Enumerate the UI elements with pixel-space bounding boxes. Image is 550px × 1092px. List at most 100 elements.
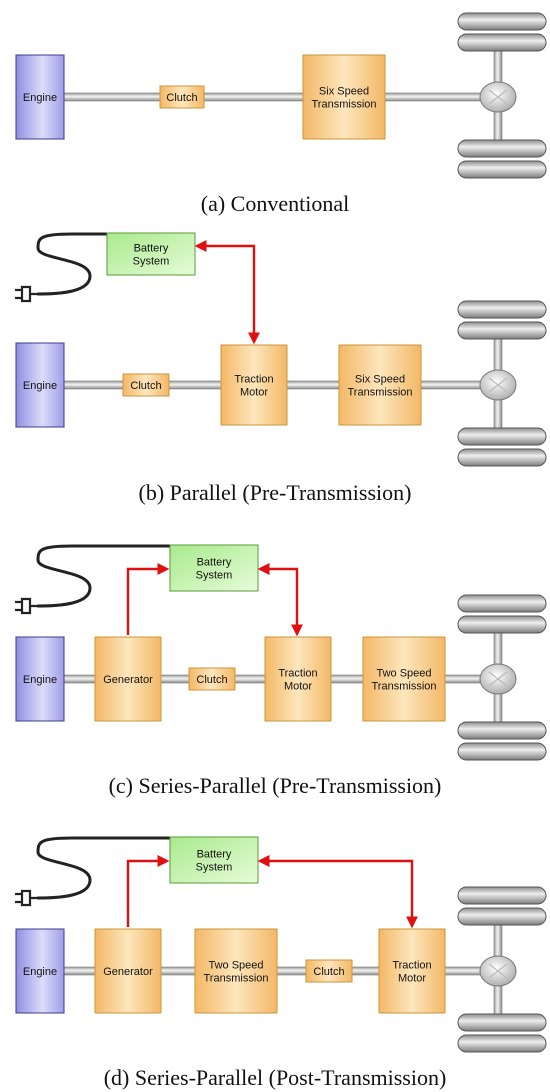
battery-box-label-line: System	[196, 570, 233, 582]
generator-box-body	[94, 928, 162, 1014]
engine-box-label-line: Engine	[23, 966, 57, 978]
differential-cross	[488, 671, 508, 687]
battery-motor-arrow	[257, 563, 303, 637]
battery-box-label-line: Battery	[134, 243, 169, 255]
rear-axle	[457, 300, 547, 467]
wheel-icon	[457, 300, 547, 319]
charging-plug	[15, 836, 172, 907]
engine-box-label-line: Engine	[23, 674, 57, 686]
motor-box-label-line: Traction	[278, 668, 317, 680]
motor-box-label-line: Motor	[240, 387, 268, 399]
generator-box-label: Generator	[103, 674, 153, 686]
clutch-box-label: Clutch	[196, 674, 227, 686]
clutch-box-label-line: Clutch	[166, 92, 197, 104]
motor-box-label-line: Traction	[234, 374, 273, 386]
wheel-icon	[457, 742, 547, 761]
wheel-icon	[457, 139, 547, 158]
clutch-box-body	[122, 373, 170, 397]
engine-box-body	[15, 54, 65, 140]
wheel-icon	[457, 33, 547, 52]
generator-battery-arrow	[126, 855, 170, 927]
clutch-box-label-line: Clutch	[130, 380, 161, 392]
engine-box-body	[15, 928, 65, 1014]
drive-shaft	[63, 92, 495, 102]
engine-box-label: Engine	[23, 966, 57, 978]
rear-axle	[457, 12, 547, 179]
engine-box: Engine	[15, 54, 65, 140]
battery-box-body	[169, 836, 259, 884]
diagram-caption: (c) Series-Parallel (Pre-Transmission)	[109, 773, 442, 798]
battery-box-body	[106, 232, 196, 276]
wheel-icon	[457, 12, 547, 31]
wheel-icon	[457, 615, 547, 634]
differential-cross	[488, 89, 508, 105]
transmission-box-label-line: Two Speed	[208, 960, 263, 972]
motor-box-label-line: Traction	[392, 960, 431, 972]
transmission-box-body	[338, 344, 422, 426]
clutch-box-label: Clutch	[130, 380, 161, 392]
transmission-box-label-line: Transmission	[348, 387, 413, 399]
power-cable	[36, 232, 110, 296]
battery-box-label-line: System	[196, 862, 233, 874]
engine-box: Engine	[15, 636, 65, 722]
charging-plug	[15, 544, 172, 615]
transmission-box-label-line: Transmission	[372, 681, 437, 693]
motor-box-label-line: Motor	[398, 973, 426, 985]
clutch-box: Clutch	[305, 959, 353, 983]
plug-prongs	[15, 288, 22, 300]
wheel-icon	[457, 448, 547, 467]
wheel-icon	[457, 427, 547, 446]
battery-motor-arrow	[257, 855, 418, 929]
clutch-box: Clutch	[159, 85, 205, 109]
rear-axle	[457, 886, 547, 1053]
clutch-box: Clutch	[188, 667, 236, 691]
clutch-box-label-line: Clutch	[313, 966, 344, 978]
clutch-box-body	[159, 85, 205, 109]
generator-box-label-line: Generator	[103, 966, 153, 978]
plug-body	[20, 285, 38, 303]
generator-box-label: Generator	[103, 966, 153, 978]
plug-prongs	[15, 600, 22, 612]
wheel-icon	[457, 886, 547, 905]
transmission-box-body	[362, 636, 446, 722]
engine-box-label-line: Engine	[23, 92, 57, 104]
clutch-box-body	[188, 667, 236, 691]
transmission-box-label-line: Transmission	[204, 973, 269, 985]
differential-cross	[488, 963, 508, 979]
battery-box-label-line: System	[133, 256, 170, 268]
generator-battery-arrow	[126, 563, 170, 635]
engine-box-label: Engine	[23, 92, 57, 104]
diagram-caption: (d) Series-Parallel (Post-Transmission)	[104, 1065, 447, 1090]
diagram-caption: (b) Parallel (Pre-Transmission)	[139, 480, 412, 505]
battery-box-body	[169, 544, 259, 592]
battery-motor-arrow	[194, 240, 260, 345]
charging-plug	[15, 232, 110, 303]
wheel-icon	[457, 160, 547, 179]
electrical-plug-icon	[15, 285, 38, 303]
transmission-box-label-line: Two Speed	[376, 668, 431, 680]
engine-box-label-line: Engine	[23, 380, 57, 392]
transmission-box-label-line: Six Speed	[319, 86, 369, 98]
wheel-icon	[457, 907, 547, 926]
power-cable	[36, 544, 172, 608]
power-cable	[36, 836, 172, 900]
clutch-box-label-line: Clutch	[196, 674, 227, 686]
plug-body	[20, 889, 38, 907]
